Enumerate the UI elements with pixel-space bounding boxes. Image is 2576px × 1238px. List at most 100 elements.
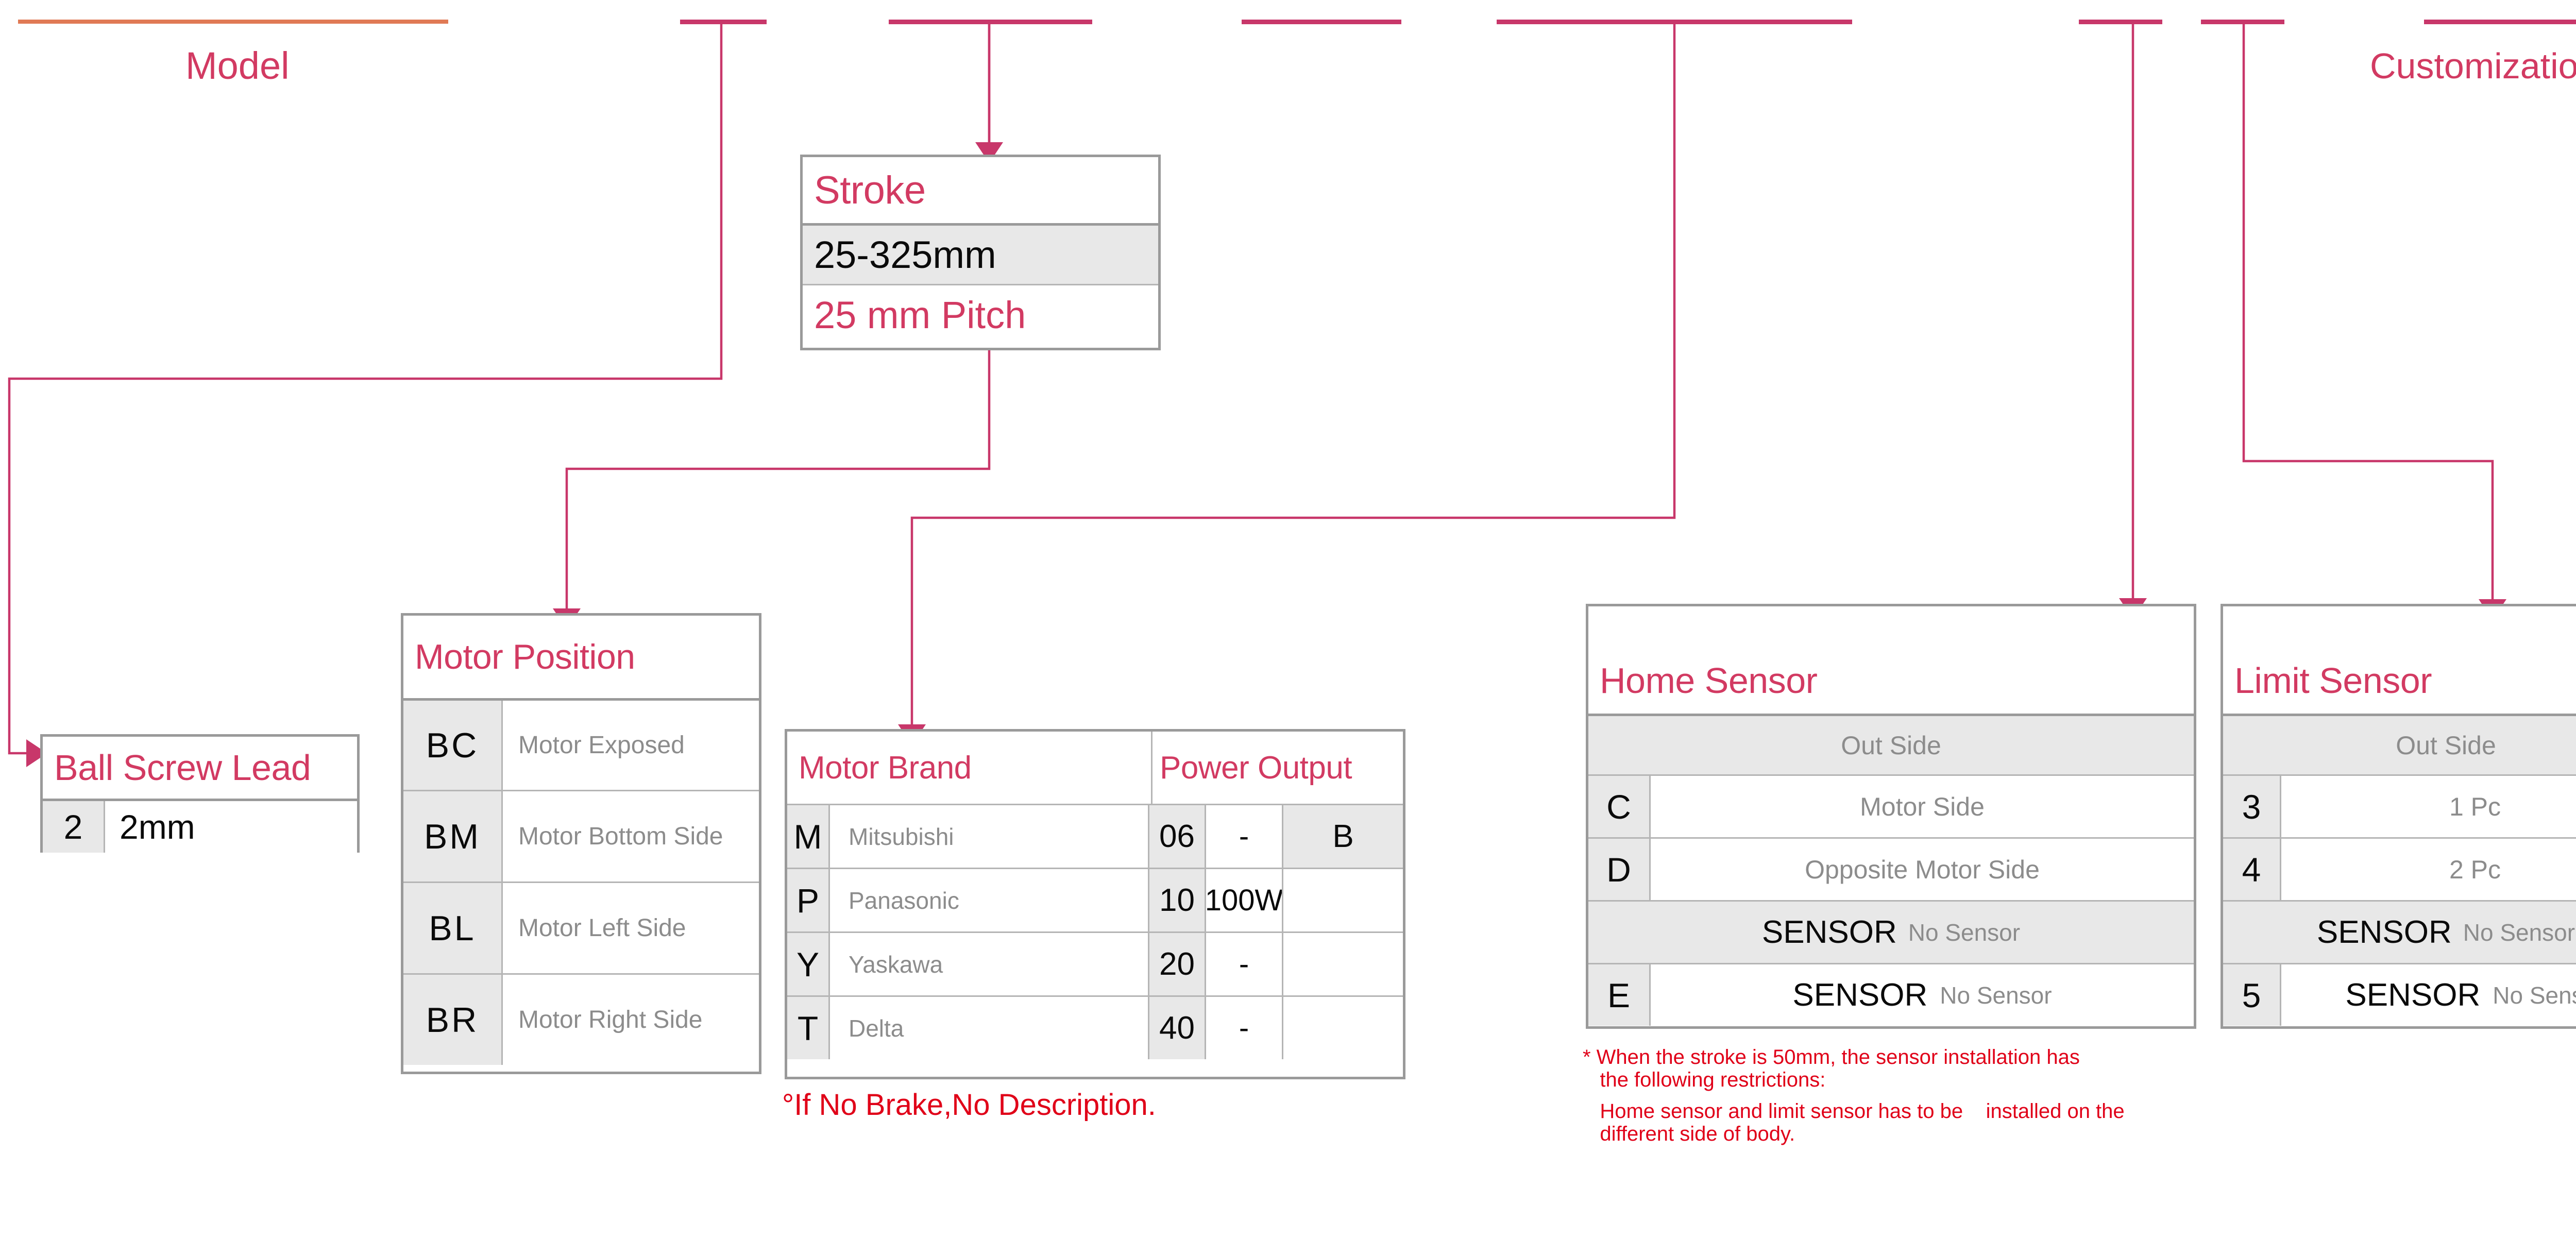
motor-position-code: BM (403, 791, 501, 881)
motor-brand-desc: Panasonic (828, 869, 1148, 931)
motor-brand-desc: Delta (828, 997, 1148, 1059)
home-sensor-note-line-1: * When the stroke is 50mm, the sensor in… (1583, 1046, 2080, 1069)
table-row[interactable]: 3 1 Pc (2223, 774, 2576, 837)
home-sensor-note-line-3: Home sensor and limit sensor has to be i… (1583, 1100, 2125, 1123)
limit-sensor-header-strong: SENSOR (2316, 914, 2452, 950)
power-output-watt: - (1205, 805, 1282, 868)
power-output-code: 10 (1148, 869, 1205, 931)
table-row[interactable]: 5 SENSOR No Sensor (2223, 963, 2576, 1026)
stroke-pitch-row[interactable]: 25 mm Pitch (803, 284, 1158, 345)
ball-screw-lead-table: Ball Screw Lead 2 2mm (40, 734, 360, 853)
motor-position-title: Motor Position (415, 637, 635, 676)
motor-brand-code: M (787, 805, 828, 868)
wire-limit-sensor (2242, 22, 2506, 620)
home-sensor-title: Home Sensor (1600, 660, 1818, 701)
limit-sensor-sensor-value: SENSOR No Sensor (2280, 964, 2576, 1026)
home-sensor-code: E (1588, 964, 1649, 1026)
part-rule-segment-customization (2424, 20, 2576, 24)
motor-brand-power-output-table: Motor Brand Power Output M Mitsubishi 06… (785, 729, 1405, 1079)
home-sensor-sensor-header-row: SENSOR No Sensor (1588, 900, 2194, 963)
limit-sensor-code: 4 (2223, 839, 2280, 900)
limit-sensor-title: Limit Sensor (2234, 660, 2432, 701)
table-row[interactable]: E SENSOR No Sensor (1588, 963, 2194, 1026)
home-sensor-group-header-row: Out Side (1588, 714, 2194, 774)
motor-brand-code: T (787, 997, 828, 1059)
motor-brake-note: °If No Brake,No Description. (782, 1088, 1156, 1122)
table-row[interactable]: T Delta 40 - (787, 995, 1403, 1059)
home-sensor-header-strong: SENSOR (1761, 914, 1897, 950)
limit-sensor-header-light: No Sensor (2463, 919, 2575, 946)
limit-sensor-code: 5 (2223, 964, 2280, 1026)
stroke-pitch-value: 25 mm Pitch (814, 294, 1026, 336)
label-customization-order-no: Customization Order No. (2370, 46, 2576, 86)
power-output-code: 20 (1148, 933, 1205, 995)
power-output-watt: 100W (1205, 869, 1283, 931)
home-sensor-header-group: SENSOR No Sensor (1588, 902, 2194, 963)
motor-brand-code: P (787, 869, 828, 931)
table-row[interactable]: BC Motor Exposed (403, 698, 759, 790)
part-rule-segment-home-sensor (2079, 20, 2162, 24)
ball-screw-lead-code: 2 (43, 801, 104, 853)
part-rule-segment-limit-sensor (2201, 20, 2284, 24)
motor-position-desc: Motor Left Side (501, 883, 759, 973)
power-output-brake (1282, 997, 1403, 1059)
table-row[interactable]: P Panasonic 10 100W (787, 868, 1403, 931)
power-output-code: 06 (1148, 805, 1205, 868)
wire-motor-brand (898, 22, 1676, 745)
motor-position-code: BR (403, 975, 501, 1065)
motor-brand-power-header-row: Motor Brand Power Output (787, 732, 1403, 804)
home-sensor-code: D (1588, 839, 1649, 900)
table-row[interactable]: D Opposite Motor Side (1588, 837, 2194, 900)
limit-sensor-code: 3 (2223, 776, 2280, 837)
limit-sensor-desc: 1 Pc (2280, 776, 2576, 837)
power-output-brake (1282, 933, 1403, 995)
motor-position-code: BL (403, 883, 501, 973)
table-row[interactable]: C Motor Side (1588, 774, 2194, 837)
motor-brand-desc: Mitsubishi (828, 805, 1148, 868)
part-rule-segment-stroke (889, 20, 1092, 24)
table-row[interactable]: BL Motor Left Side (403, 881, 759, 973)
part-rule-segment-lead (680, 20, 767, 24)
ball-screw-lead-title: Ball Screw Lead (54, 748, 311, 788)
power-output-brake (1282, 869, 1403, 931)
motor-position-desc: Motor Exposed (501, 701, 759, 790)
ball-screw-lead-desc: 2mm (104, 801, 357, 853)
table-row[interactable]: BM Motor Bottom Side (403, 790, 759, 881)
limit-sensor-header-group: SENSOR No Sensor (2223, 902, 2576, 963)
motor-position-code: BC (403, 701, 501, 790)
table-row[interactable]: BR Motor Right Side (403, 973, 759, 1065)
stroke-range-row[interactable]: 25-325mm (803, 223, 1158, 284)
motor-brand-code: Y (787, 933, 828, 995)
home-sensor-code: C (1588, 776, 1649, 837)
home-sensor-note-line-4: different side of body. (1583, 1123, 1795, 1145)
power-output-watt: - (1205, 997, 1282, 1059)
part-rule-segment-model (18, 20, 448, 24)
home-sensor-value-strong: SENSOR (1792, 977, 1928, 1013)
table-row[interactable]: 2 2mm (43, 799, 357, 853)
stroke-table: Stroke 25-325mm 25 mm Pitch (800, 155, 1161, 350)
home-sensor-header-light: No Sensor (1908, 919, 2021, 946)
stroke-range-value: 25-325mm (803, 226, 1158, 284)
part-rule-segment-motor-brand (1497, 20, 1852, 24)
home-sensor-desc: Opposite Motor Side (1649, 839, 2194, 900)
motor-position-table: Motor Position BC Motor Exposed BM Motor… (401, 613, 761, 1074)
limit-sensor-group-header: Out Side (2223, 716, 2576, 774)
table-row[interactable]: M Mitsubishi 06 - B (787, 804, 1403, 868)
table-row[interactable]: Y Yaskawa 20 - (787, 931, 1403, 995)
label-model: Model (185, 44, 290, 87)
table-row[interactable]: 4 2 Pc (2223, 837, 2576, 900)
home-sensor-note-line-2: the following restrictions: (1583, 1069, 1826, 1091)
power-output-code: 40 (1148, 997, 1205, 1059)
limit-sensor-table: Limit Sensor Out Side 3 1 Pc 4 2 Pc SENS… (2221, 604, 2576, 1029)
motor-brand-desc: Yaskawa (828, 933, 1148, 995)
limit-sensor-sensor-header-row: SENSOR No Sensor (2223, 900, 2576, 963)
power-output-brake: B (1282, 805, 1403, 868)
part-rule-segment-motor-position (1242, 20, 1401, 24)
power-output-title: Power Output (1151, 732, 1403, 804)
limit-sensor-desc: 2 Pc (2280, 839, 2576, 900)
limit-sensor-value-strong: SENSOR (2345, 977, 2481, 1013)
home-sensor-desc: Motor Side (1649, 776, 2194, 837)
stroke-title: Stroke (814, 168, 926, 212)
home-sensor-table: Home Sensor Out Side C Motor Side D Oppo… (1586, 604, 2196, 1029)
